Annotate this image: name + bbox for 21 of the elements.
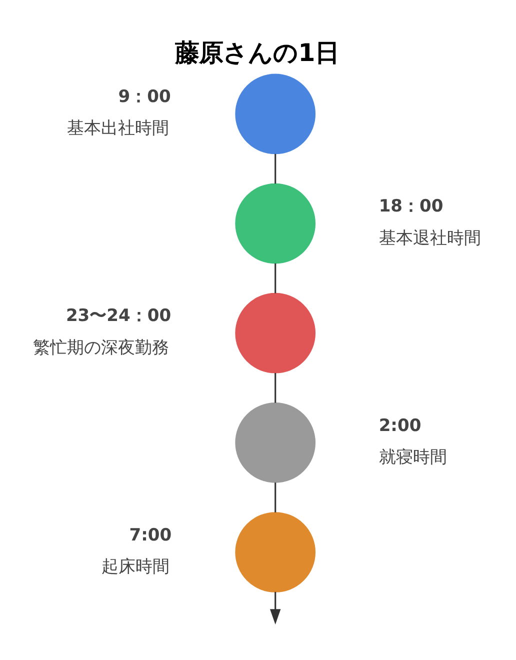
node-label: 23〜24：00	[66, 306, 172, 326]
connector	[274, 262, 276, 293]
connector	[274, 372, 276, 402]
node-label: 就寝時間	[378, 446, 447, 467]
node-label: 繁忙期の深夜勤務	[33, 337, 170, 358]
connector	[274, 153, 276, 184]
node-label: 起床時間	[101, 556, 170, 576]
node-label: 基本退社時間	[378, 228, 481, 248]
node-label: 7:00	[129, 524, 172, 545]
node-circle	[235, 402, 316, 482]
node-circle	[235, 73, 316, 154]
node-label: 基本出社時間	[67, 118, 170, 138]
node-label: 18：00	[378, 196, 444, 216]
diagram-title: 藤原さんの1日	[175, 38, 340, 66]
node-circle	[235, 182, 316, 264]
node-label: 2:00	[378, 415, 422, 436]
connector	[274, 482, 276, 512]
node-circle	[235, 292, 316, 373]
node-label: 9：00	[118, 86, 171, 107]
arrow	[270, 591, 281, 624]
node-circle	[235, 512, 316, 592]
